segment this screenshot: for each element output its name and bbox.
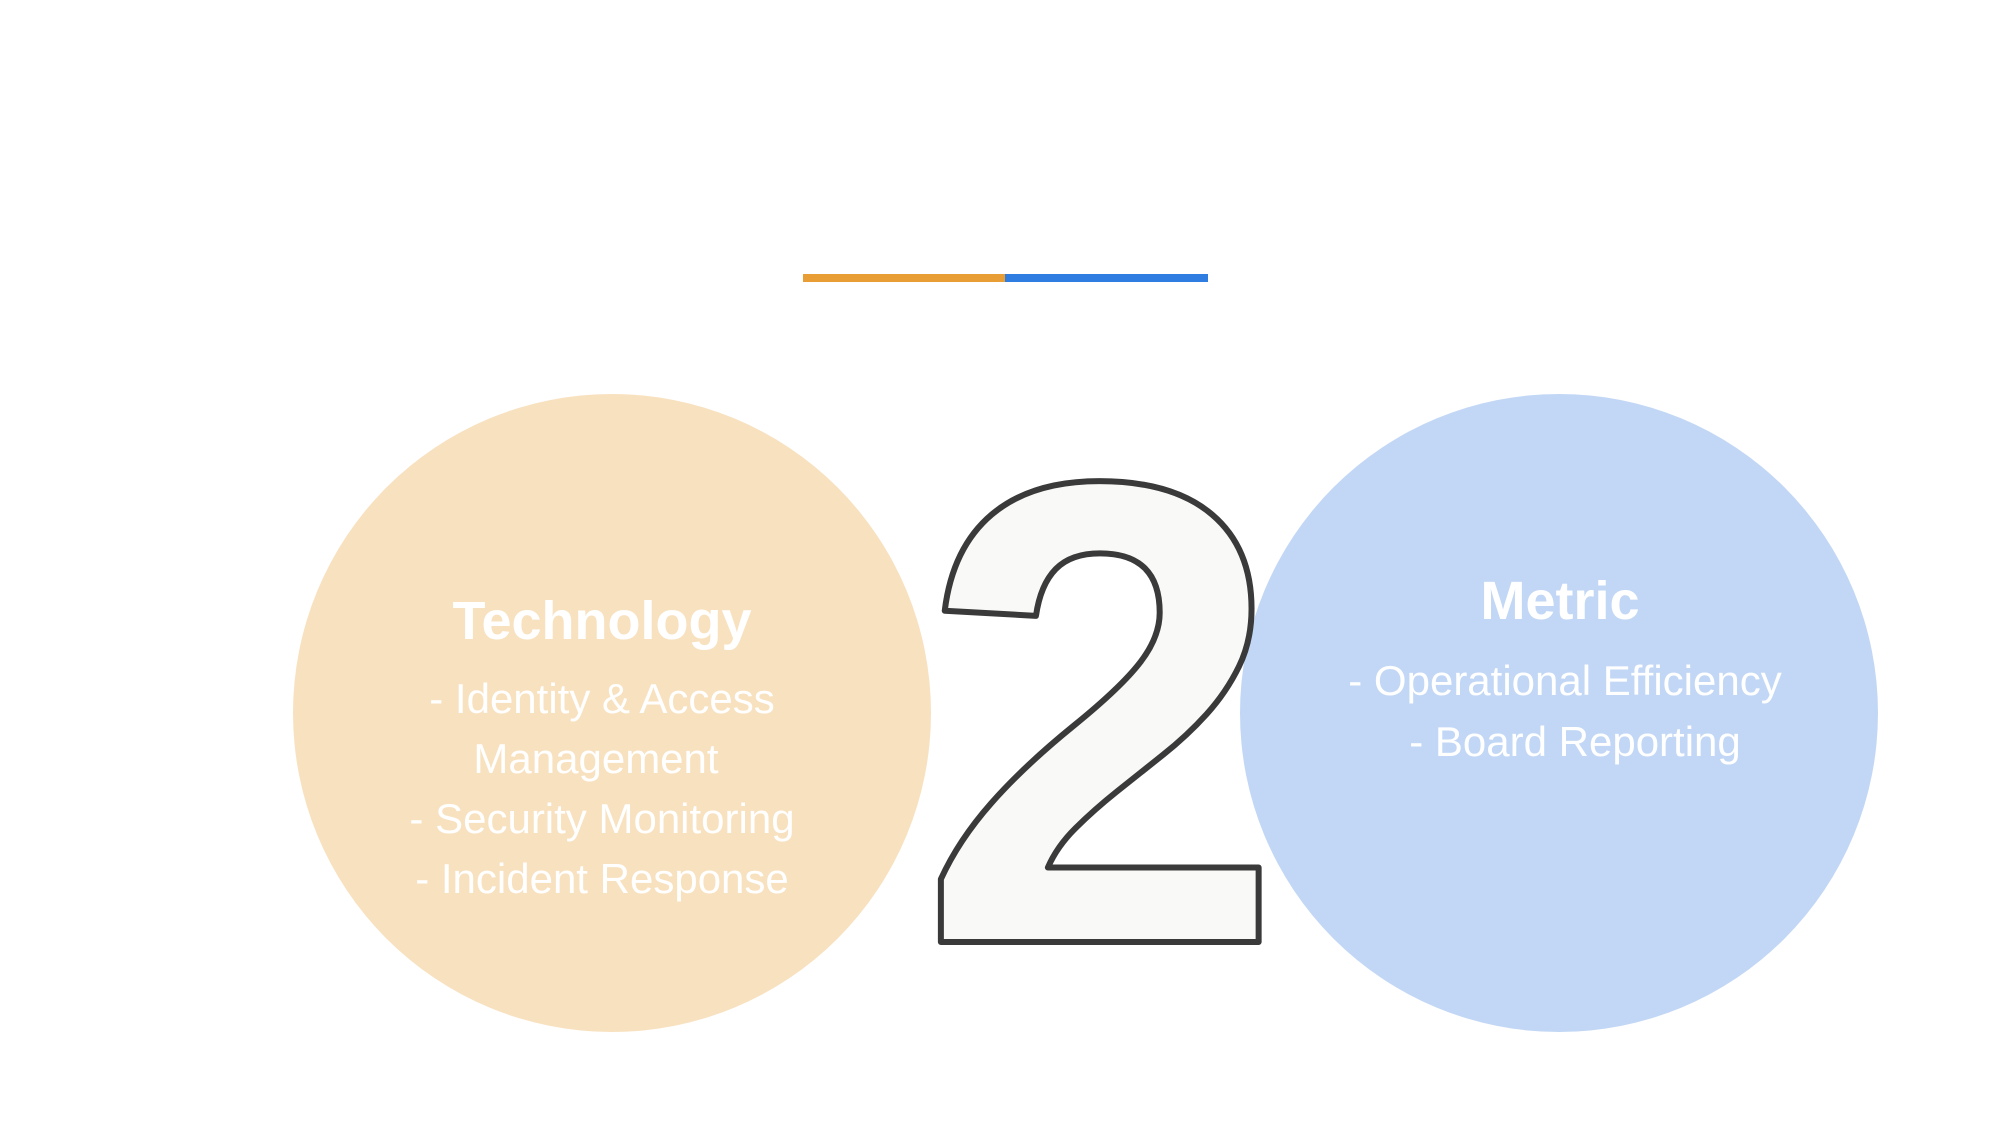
metric-circle xyxy=(1240,394,1878,1032)
technology-item: - Incident Response xyxy=(415,855,789,902)
technology-item: - Identity & Access xyxy=(429,675,775,722)
accent-bar-orange xyxy=(803,274,1005,282)
accent-bar-blue xyxy=(1005,274,1208,282)
metric-item: - Operational Efficiency xyxy=(1348,657,1782,704)
technology-circle xyxy=(293,394,931,1032)
metric-item: - Board Reporting xyxy=(1409,718,1741,765)
metric-title: Metric xyxy=(1480,571,1640,631)
technology-title: Technology xyxy=(452,591,752,651)
technology-item: - Security Monitoring xyxy=(409,795,795,842)
technology-item: Management xyxy=(473,735,719,782)
center-number: 2 xyxy=(918,345,1285,1082)
